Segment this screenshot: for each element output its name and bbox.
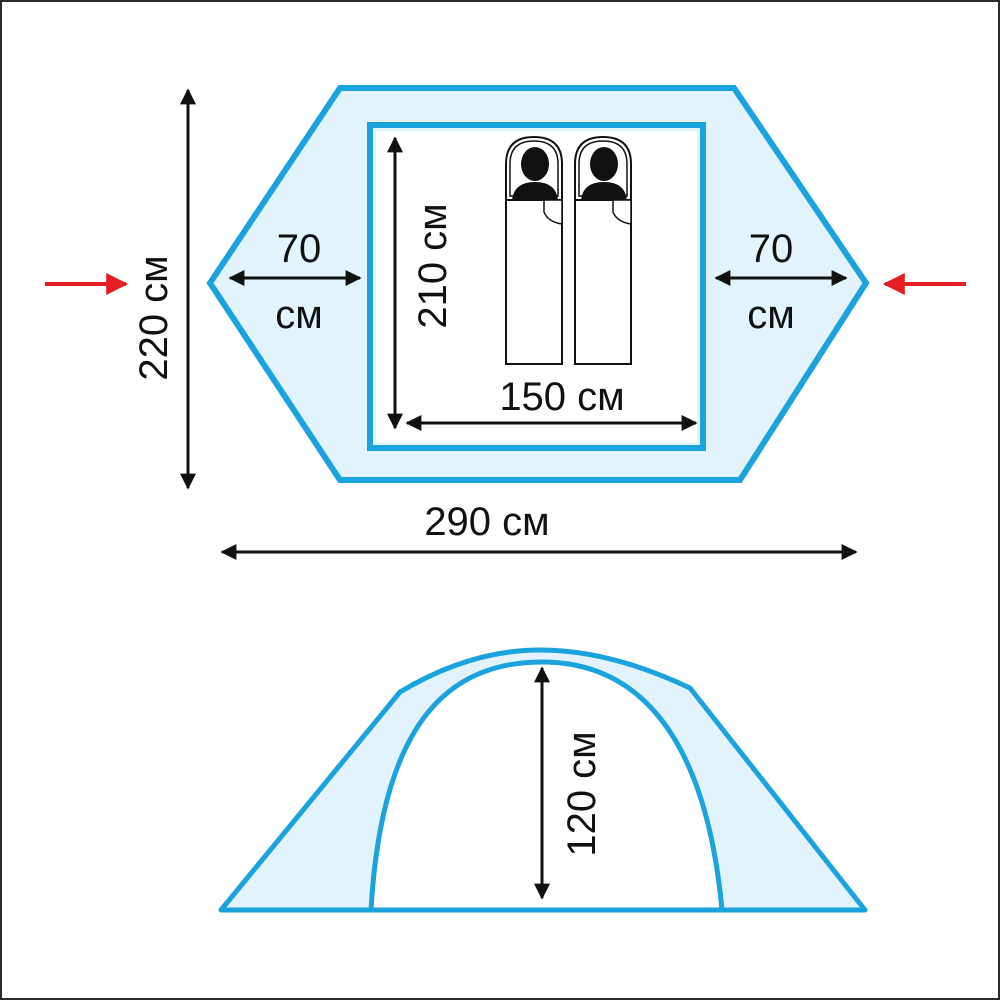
- inner-width-label: 150 см: [499, 375, 624, 419]
- inner-height-dimension: 210 см: [387, 136, 455, 430]
- inner-height-label: 210 см: [411, 203, 455, 328]
- sleeping-bag-corner-flap: [612, 199, 632, 225]
- inner-tent-outline: [367, 122, 706, 451]
- peak-height-label: 120 см: [560, 731, 604, 856]
- sleeping-bag: [574, 135, 632, 365]
- outer-height-dimension: 220 см: [132, 88, 196, 490]
- right-vestibule-unit: см: [747, 293, 795, 337]
- side-view: 120 см: [218, 647, 868, 913]
- left-vestibule-unit: см: [275, 293, 323, 337]
- left-vestibule-number: 70: [277, 227, 322, 271]
- left-vestibule-dimension: 70 см: [228, 227, 362, 337]
- person-shoulders-icon: [581, 182, 627, 200]
- sleeping-bag-corner-flap: [543, 199, 563, 225]
- outer-width-dimension: 290 см: [220, 500, 858, 560]
- sleeping-bag: [505, 135, 563, 365]
- person-head-icon: [590, 147, 618, 181]
- right-vestibule-number: 70: [749, 227, 794, 271]
- outer-height-label: 220 см: [132, 255, 176, 380]
- person-head-icon: [521, 147, 549, 181]
- peak-height-dimension: 120 см: [534, 666, 604, 900]
- outer-width-label: 290 см: [424, 500, 549, 544]
- inner-width-dimension: 150 см: [405, 375, 698, 431]
- top-view: 220 см 210 см 150 см 70 см 70 см: [45, 85, 966, 560]
- person-shoulders-icon: [512, 182, 558, 200]
- right-vestibule-dimension: 70 см: [714, 227, 848, 337]
